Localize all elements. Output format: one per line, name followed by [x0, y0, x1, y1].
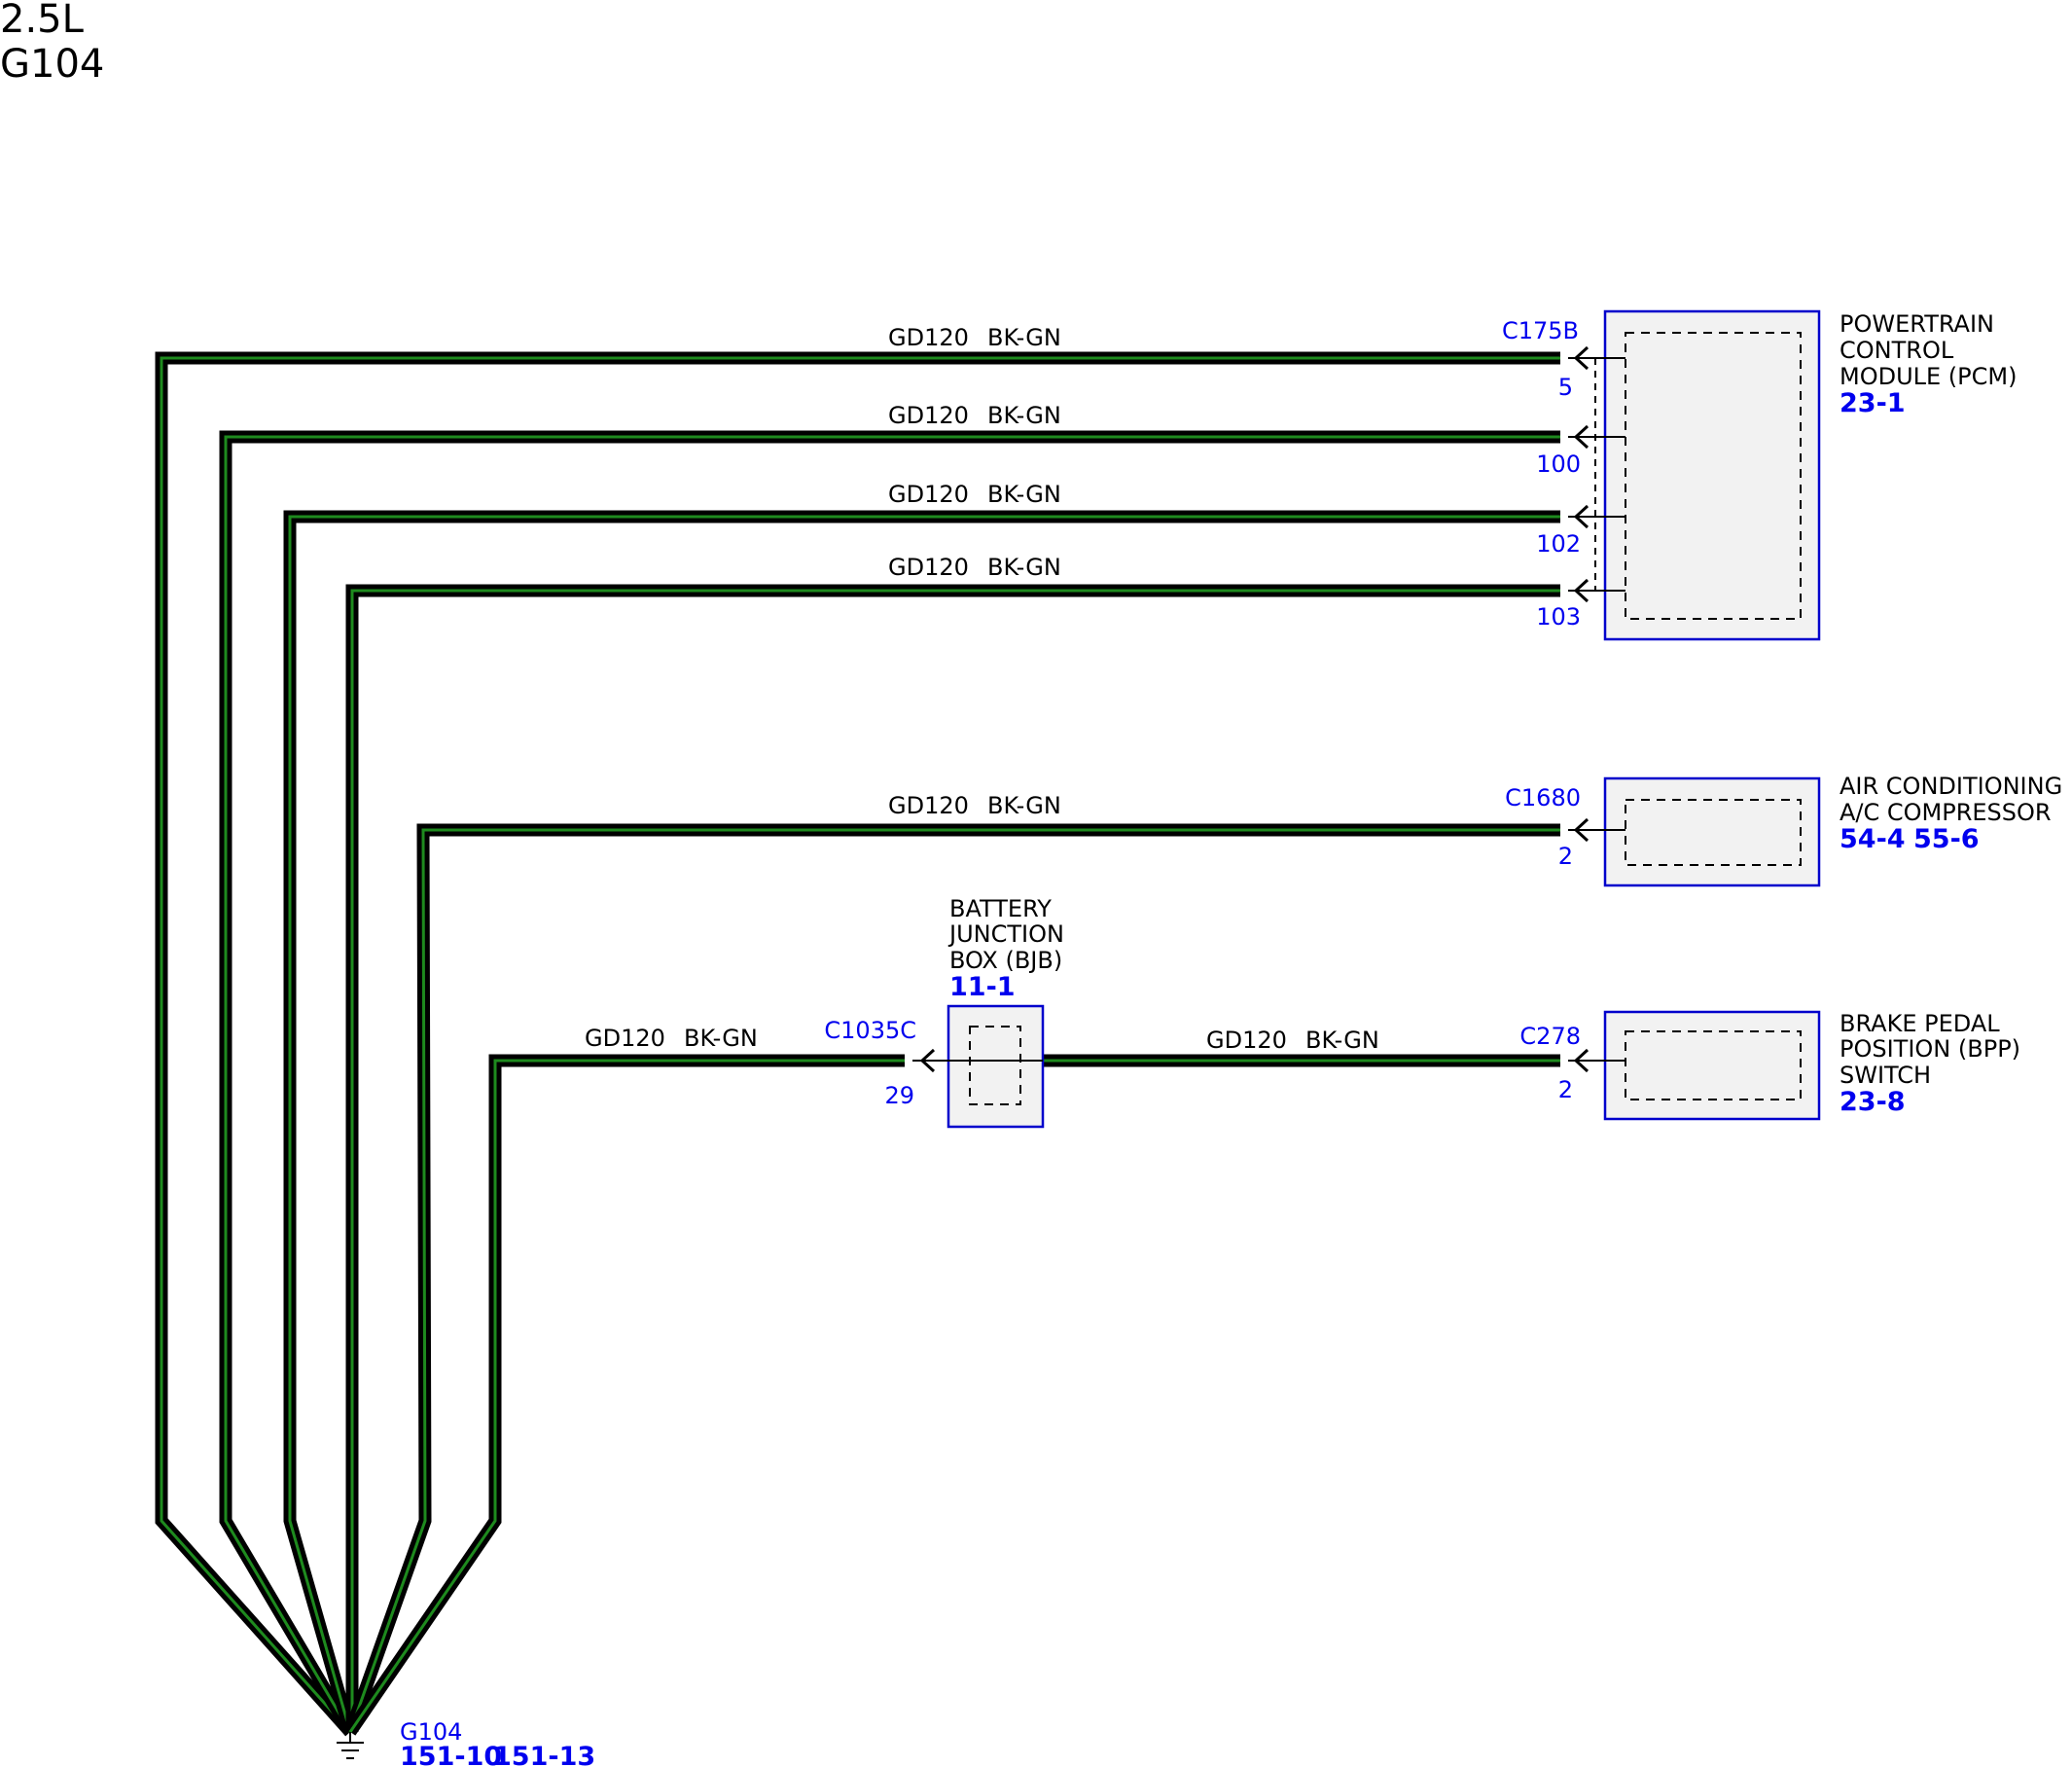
pcm-pin-label: 102: [1536, 530, 1581, 558]
pcm-name-line: POWERTRAIN: [1840, 310, 1994, 338]
wire-color-label: BK-GN: [987, 554, 1061, 581]
bjb-name-line: JUNCTION: [947, 920, 1064, 948]
wire-circuit-label: GD120: [585, 1025, 665, 1052]
pcm-name-line: MODULE (PCM): [1840, 363, 2017, 390]
header-ground-id: G104: [0, 42, 104, 87]
pcm-inner-outline: [1625, 332, 1802, 620]
bpp-switch-name-line: BRAKE PEDAL: [1840, 1010, 2000, 1037]
ground-page-ref[interactable]: 151-10: [400, 1742, 502, 1767]
bjb-page-ref[interactable]: 11-1: [949, 972, 1016, 1002]
wire-color-label: BK-GN: [987, 481, 1061, 508]
bjb-name-line: BATTERY: [949, 895, 1052, 922]
ac-compressor-name-line: A/C COMPRESSOR: [1840, 799, 2052, 826]
wire-color-label: BK-GN: [684, 1025, 758, 1052]
header-engine: 2.5L: [0, 0, 85, 42]
bpp-switch-pin-label: 2: [1558, 1076, 1573, 1103]
component-pcm[interactable]: C175B 5 100 102 103 POWERTRAIN CONTROL M…: [1502, 309, 2018, 641]
wire-pcm-pin5[interactable]: [155, 351, 1560, 1737]
pcm-box[interactable]: [1603, 309, 1821, 641]
ground-icon: [337, 1732, 364, 1759]
ac-compressor-box[interactable]: [1603, 776, 1821, 887]
pcm-pin-100[interactable]: [1568, 424, 1625, 450]
bjb-pin-label: 29: [884, 1082, 914, 1109]
pcm-name-line: CONTROL: [1840, 337, 1954, 364]
bjb-inner-outline: [969, 1026, 1021, 1105]
wire-circuit-label: GD120: [888, 554, 969, 581]
ac-compressor-page-ref[interactable]: 55-6: [1913, 824, 1980, 854]
wire-pcm-pin102[interactable]: [283, 510, 1560, 1734]
wire-circuit-label: GD120: [888, 324, 969, 351]
bpp-switch-name-line: POSITION (BPP): [1840, 1035, 2020, 1063]
wire-bjb-ground[interactable]: [344, 1054, 905, 1736]
wire-labels: GD120 BK-GN GD120 BK-GN GD120 BK-GN GD12…: [585, 324, 1379, 1054]
bpp-switch-connector-id: C278: [1519, 1023, 1581, 1050]
ac-compressor-connector-id: C1680: [1505, 784, 1581, 811]
bjb-name-line: BOX (BJB): [949, 947, 1062, 974]
bpp-switch-box[interactable]: [1603, 1010, 1821, 1121]
wire-color-label: BK-GN: [987, 402, 1061, 429]
pcm-pin-label: 100: [1536, 451, 1581, 478]
bpp-switch-page-ref[interactable]: 23-8: [1840, 1087, 1906, 1117]
bpp-switch-inner-outline: [1625, 1030, 1802, 1100]
pcm-connector-id: C175B: [1502, 317, 1579, 344]
pcm-pin-label: 103: [1536, 603, 1581, 631]
wire-circuit-label: GD120: [1206, 1027, 1287, 1054]
pcm-pin-5[interactable]: [1568, 345, 1625, 371]
ac-compressor-pin-2[interactable]: [1568, 817, 1625, 843]
pcm-pin-102[interactable]: [1568, 504, 1625, 529]
wire-circuit-label: GD120: [888, 481, 969, 508]
wire-pcm-pin103[interactable]: [345, 584, 1560, 1732]
component-ac-compressor[interactable]: C1680 2 AIR CONDITIONING A/C COMPRESSOR …: [1505, 773, 2062, 887]
ac-compressor-page-ref[interactable]: 54-4: [1840, 824, 1906, 854]
bjb-pin-29[interactable]: [912, 1048, 1043, 1073]
bpp-switch-pin-2[interactable]: [1568, 1048, 1625, 1073]
ac-compressor-inner-outline: [1625, 799, 1802, 866]
ground-g104[interactable]: G104 151-10 151-13: [337, 1718, 595, 1767]
pcm-pin-103[interactable]: [1568, 578, 1625, 603]
pcm-page-ref[interactable]: 23-1: [1840, 388, 1906, 418]
component-bpp-switch[interactable]: C278 2 BRAKE PEDAL POSITION (BPP) SWITCH…: [1519, 1010, 2020, 1121]
wire-circuit-label: GD120: [888, 402, 969, 429]
wire-color-label: BK-GN: [1305, 1027, 1379, 1054]
bpp-switch-name-line: SWITCH: [1840, 1062, 1931, 1089]
wire-circuit-label: GD120: [888, 792, 969, 819]
ac-compressor-pin-label: 2: [1558, 843, 1573, 870]
wire-color-label: BK-GN: [987, 324, 1061, 351]
wire-harness: [155, 351, 1560, 1737]
pcm-pin-label: 5: [1558, 374, 1573, 401]
wire-ac-compressor[interactable]: [343, 823, 1560, 1735]
ac-compressor-name-line: AIR CONDITIONING: [1840, 773, 2062, 800]
ground-id: G104: [400, 1718, 462, 1746]
bjb-connector-id: C1035C: [824, 1017, 916, 1044]
bjb-box[interactable]: [947, 1004, 1045, 1129]
ground-page-ref[interactable]: 151-13: [493, 1742, 595, 1767]
component-bjb[interactable]: C1035C 29 BATTERY JUNCTION BOX (BJB) 11-…: [824, 895, 1064, 1129]
wire-color-label: BK-GN: [987, 792, 1061, 819]
wire-pcm-pin100[interactable]: [219, 430, 1560, 1736]
